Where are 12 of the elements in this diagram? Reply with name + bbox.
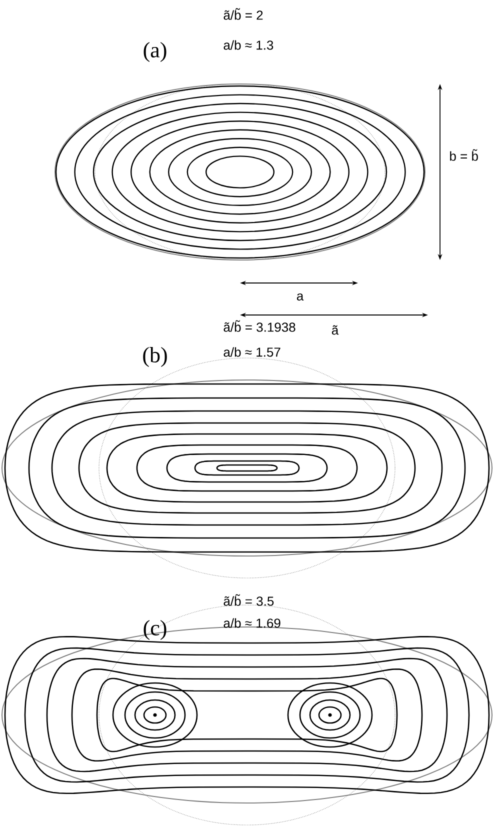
panel-label: (a) [144, 42, 166, 62]
ratio-label: a/b ≈ 1.3 [224, 40, 274, 50]
ratio-label: a/b ≈ 1.57 [224, 347, 280, 357]
dimension-label: a [296, 293, 304, 301]
ratio-label: ã/b̃ = 3.5 [224, 594, 274, 606]
ratio-label: a/b ≈ 1.69 [224, 618, 280, 628]
ratio-label: ã/b̃ = 2 [224, 8, 263, 20]
panel-label: (b) [143, 347, 167, 367]
ratio-label: ã/b̃ = 3.1938 [224, 320, 296, 332]
panel-label: (c) [144, 620, 166, 640]
dimension-label: b = b̃ [450, 149, 478, 161]
dimension-label: ã [332, 325, 339, 335]
